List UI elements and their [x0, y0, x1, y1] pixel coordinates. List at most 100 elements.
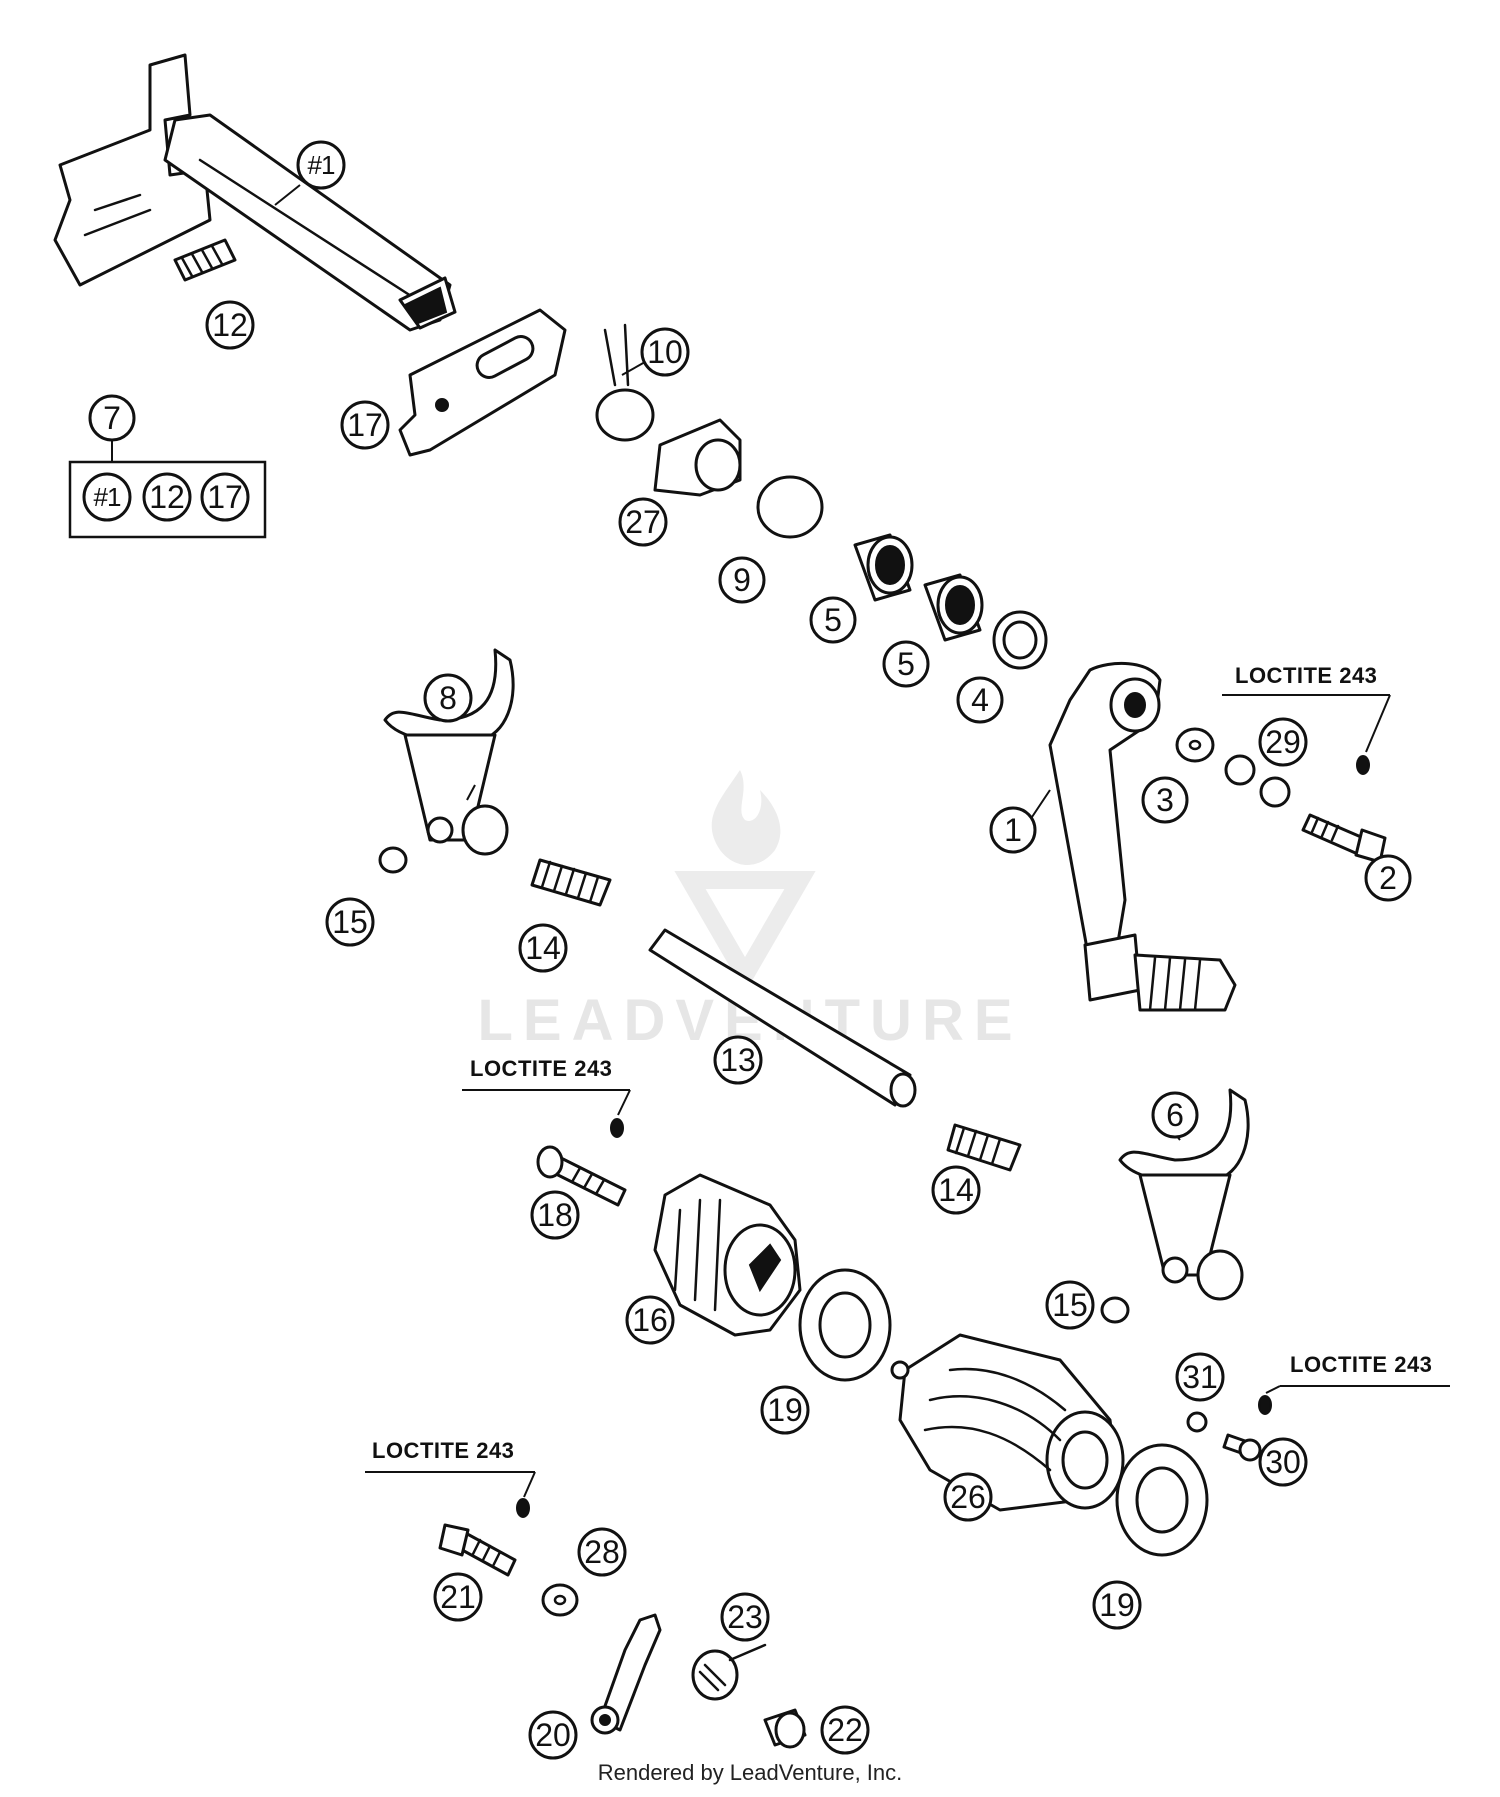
callout-label: 17 [347, 407, 383, 443]
callout-16: 16 [625, 1295, 675, 1345]
callout-label: 19 [1099, 1587, 1135, 1623]
callout-23: 23 [720, 1592, 770, 1642]
spring-part-14a [530, 858, 612, 907]
shift-drum-locating-part-16 [653, 1173, 802, 1337]
callout-label: 14 [525, 930, 561, 966]
callout-22: 22 [820, 1705, 870, 1755]
callout-6: 6 [1151, 1091, 1199, 1139]
callout-7: 7 [88, 394, 136, 442]
spring-part-14b [946, 1123, 1022, 1172]
callout-4: 4 [956, 676, 1004, 724]
callout-label: 7 [103, 400, 121, 436]
callout-label: 3 [1156, 782, 1174, 818]
shift-lever-part-27 [653, 418, 742, 497]
callout-13: 13 [713, 1035, 763, 1085]
callout-19a: 19 [760, 1385, 810, 1435]
shift-fork-part-6 [1118, 1088, 1250, 1301]
callout-label: 1 [1004, 812, 1022, 848]
callout-28: 28 [577, 1527, 627, 1577]
shift-drum-part-26 [890, 1333, 1125, 1512]
callout-1a: #1 [296, 140, 346, 190]
callout-label: 14 [938, 1172, 974, 1208]
callout-label: 17 [207, 479, 243, 515]
callout-9: 9 [718, 556, 766, 604]
roller-part-15b [1100, 1296, 1130, 1324]
callout-label: 29 [1265, 724, 1301, 760]
callout-27: 27 [618, 497, 668, 547]
callout-18: 18 [530, 1190, 580, 1240]
spring-clip-part-10 [595, 323, 655, 442]
callout-31: 31 [1175, 1352, 1225, 1402]
bushing-part-22 [763, 1708, 807, 1749]
callout-label: #1 [94, 482, 121, 512]
callout-label: 15 [1052, 1287, 1088, 1323]
callout-label: 13 [720, 1042, 756, 1078]
loctite-label-top-right: LOCTITE 243 [1222, 663, 1391, 753]
callout-5a: 5 [809, 596, 857, 644]
bushing-part-5b [923, 573, 984, 642]
loctite-label-middle-left: LOCTITE 243 [462, 1056, 631, 1116]
callout-label: 6 [1166, 1097, 1184, 1133]
callout-2: 2 [1364, 854, 1412, 902]
bolt-part-21 [438, 1498, 530, 1577]
bearing-part-19b [1115, 1443, 1209, 1557]
loctite-text-top-right: LOCTITE 243 [1235, 663, 1377, 688]
loctite-text-right: LOCTITE 243 [1290, 1352, 1432, 1377]
shift-fork-part-8 [383, 648, 515, 856]
callout-3: 3 [1141, 776, 1189, 824]
callout-10: 10 [640, 327, 690, 377]
callout-17: 17 [340, 400, 390, 450]
bolt-part-2 [1301, 755, 1387, 864]
washer-part-31 [1186, 1411, 1208, 1433]
callout-label: 20 [535, 1717, 571, 1753]
spring-part-12 [173, 238, 237, 282]
callout-label: 27 [625, 504, 661, 540]
locking-lever-part-20 [590, 1613, 662, 1735]
bushing-part-5a [853, 533, 914, 602]
callout-label: 30 [1265, 1444, 1301, 1480]
washer-part-3 [1175, 727, 1215, 763]
callout-label: 12 [212, 307, 248, 343]
lock-washer-part-29 [1224, 754, 1291, 808]
callout-14a: 14 [518, 923, 568, 973]
callout-label: 8 [439, 680, 457, 716]
callout-label: 16 [632, 1302, 668, 1338]
callout-label: 12 [149, 479, 185, 515]
callout-label: 26 [950, 1479, 986, 1515]
torsion-spring-part-23 [691, 1643, 767, 1701]
footer-credit: Rendered by LeadVenture, Inc. [597, 1760, 903, 1785]
shift-shaft-part [53, 53, 457, 332]
callout-label: 19 [767, 1392, 803, 1428]
callout-19b: 19 [1092, 1580, 1142, 1630]
callout-1: 1 [989, 806, 1037, 854]
callout-8: 8 [423, 673, 473, 723]
loctite-text-bottom-left: LOCTITE 243 [372, 1438, 514, 1463]
loctite-text-middle-left: LOCTITE 243 [470, 1056, 612, 1081]
washer-part-9 [756, 475, 824, 539]
bolt-part-18 [536, 1118, 627, 1207]
loctite-label-bottom-left: LOCTITE 243 [365, 1438, 536, 1498]
callout-12b: 12 [142, 472, 192, 522]
callout-label: 4 [971, 682, 989, 718]
callout-label: 28 [584, 1534, 620, 1570]
callout-label: 21 [440, 1579, 476, 1615]
callout-label: 5 [897, 646, 915, 682]
roller-part-15a [378, 846, 408, 874]
callout-14b: 14 [931, 1165, 981, 1215]
shift-lever-part-1 [1048, 661, 1237, 1012]
callout-label: 31 [1182, 1359, 1218, 1395]
bolt-part-30 [1222, 1395, 1272, 1462]
callout-30: 30 [1258, 1437, 1308, 1487]
callout-label: 2 [1379, 860, 1397, 896]
shift-plate-part-17 [398, 308, 567, 457]
callout-17b: 17 [200, 472, 250, 522]
guide-shaft-part-13 [648, 928, 917, 1108]
washer-part-28 [541, 1583, 579, 1617]
callout-5b: 5 [882, 640, 930, 688]
loctite-label-right: LOCTITE 243 [1265, 1352, 1450, 1394]
callout-21: 21 [433, 1572, 483, 1622]
callout-1b: #1 [82, 472, 132, 522]
callout-label: 9 [733, 562, 751, 598]
callout-15a: 15 [325, 897, 375, 947]
callout-29: 29 [1258, 717, 1308, 767]
